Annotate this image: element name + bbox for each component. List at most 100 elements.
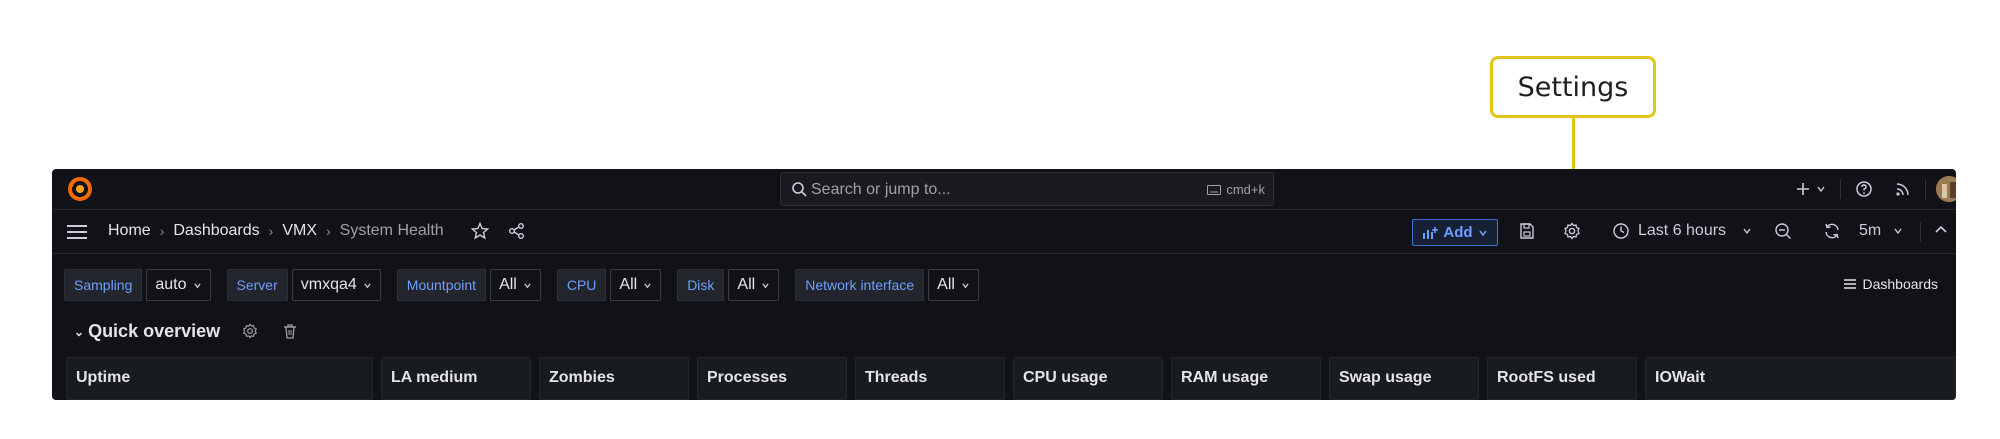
keyboard-icon <box>1207 184 1222 195</box>
variable-mountpoint: Mountpoint All <box>396 269 541 301</box>
panel-rootfs-used[interactable]: RootFS used <box>1487 357 1637 400</box>
panel-title: CPU usage <box>1023 369 1108 386</box>
variable-value: All <box>937 276 955 293</box>
refresh-interval-picker[interactable]: 5m <box>1859 222 1903 240</box>
share-icon[interactable] <box>508 222 526 245</box>
panel-swap-usage[interactable]: Swap usage <box>1329 357 1479 400</box>
panel-uptime[interactable]: Uptime <box>66 357 373 400</box>
search-shortcut: cmd+k <box>1207 182 1265 197</box>
variable-select[interactable]: vmxqa4 <box>291 269 381 301</box>
variable-label: Sampling <box>64 269 143 301</box>
chevron-down-icon <box>364 282 371 288</box>
search-placeholder: Search or jump to... <box>811 181 951 198</box>
star-icon[interactable] <box>470 221 490 245</box>
chevron-down-icon <box>962 282 969 288</box>
variable-disk: Disk All <box>677 269 780 301</box>
panel-title: RAM usage <box>1181 369 1269 386</box>
breadcrumb-vmx[interactable]: VMX <box>282 222 317 239</box>
time-range-picker[interactable]: Last 6 hours <box>1612 222 1752 240</box>
panel-title: Processes <box>707 369 788 386</box>
breadcrumb: Home › Dashboards › VMX › System Health <box>108 222 444 240</box>
menu-icon[interactable] <box>66 223 88 246</box>
panel-title: LA medium <box>391 369 478 386</box>
search-input[interactable]: Search or jump to... cmd+k <box>780 172 1274 206</box>
row-title: Quick overview <box>88 321 221 341</box>
variable-label: Mountpoint <box>396 269 487 301</box>
shortcut-text: cmd+k <box>1226 182 1265 197</box>
chevron-down-icon <box>1478 230 1487 236</box>
divider <box>1920 222 1921 242</box>
grafana-logo-icon[interactable] <box>66 175 94 203</box>
variable-select[interactable]: All <box>928 269 979 301</box>
avatar[interactable] <box>1936 176 1956 202</box>
chevron-down-icon <box>193 282 201 288</box>
gear-icon[interactable] <box>1563 222 1581 245</box>
row-header[interactable]: ⌄ Quick overview <box>74 321 220 342</box>
refresh-icon[interactable] <box>1823 222 1841 245</box>
list-icon <box>1843 279 1856 289</box>
time-range-label: Last 6 hours <box>1638 222 1727 239</box>
callout-connector <box>1572 118 1575 204</box>
variable-value: All <box>619 276 638 293</box>
variable-label: CPU <box>556 269 607 301</box>
chevron-down-icon[interactable] <box>1816 184 1826 194</box>
variable-select[interactable]: All <box>610 269 662 301</box>
panel-title: Uptime <box>76 369 131 386</box>
grafana-app: Search or jump to... cmd+k <box>52 169 1956 400</box>
panel-threads[interactable]: Threads <box>855 357 1005 400</box>
rss-icon[interactable] <box>1895 181 1911 197</box>
clock-icon <box>1613 223 1629 239</box>
variable-network-interface: Network interface All <box>795 269 979 301</box>
plus-icon[interactable] <box>1794 180 1812 198</box>
variable-value: vmxqa4 <box>300 276 357 293</box>
variable-value: All <box>499 276 517 293</box>
chevron-down-icon: ⌄ <box>74 324 85 339</box>
variables-bar: Sampling auto Server vmxqa4 Mountpoint A… <box>64 269 995 301</box>
panel-title: IOWait <box>1655 369 1706 386</box>
variable-select[interactable]: auto <box>146 269 211 301</box>
breadcrumb-chevron-icon: › <box>159 223 165 239</box>
variable-sampling: Sampling auto <box>64 269 211 301</box>
variable-server: Server vmxqa4 <box>226 269 381 301</box>
chevron-down-icon <box>1743 228 1751 235</box>
panel-iowait[interactable]: IOWait <box>1645 357 1956 400</box>
breadcrumb-chevron-icon: › <box>268 223 274 239</box>
zoom-out-icon[interactable] <box>1774 222 1792 245</box>
variable-value: auto <box>155 276 187 293</box>
panel-la-medium[interactable]: LA medium <box>381 357 531 400</box>
help-icon[interactable] <box>1855 180 1873 198</box>
breadcrumb-current-page: System Health <box>339 222 444 239</box>
panel-processes[interactable]: Processes <box>697 357 847 400</box>
chevron-down-icon <box>644 282 651 288</box>
panel-ram-usage[interactable]: RAM usage <box>1171 357 1321 400</box>
variable-select[interactable]: All <box>490 269 541 301</box>
variable-label: Network interface <box>795 269 925 301</box>
chevron-up-icon[interactable] <box>1934 222 1948 241</box>
add-button-label: Add <box>1443 224 1473 241</box>
variable-cpu: CPU All <box>556 269 662 301</box>
refresh-interval-label: 5m <box>1859 222 1882 239</box>
panel-title: Zombies <box>549 369 615 386</box>
panel-zombies[interactable]: Zombies <box>539 357 689 400</box>
breadcrumb-home[interactable]: Home <box>108 222 151 239</box>
variable-select[interactable]: All <box>728 269 780 301</box>
chevron-down-icon <box>524 282 531 288</box>
divider <box>1925 179 1926 199</box>
top-right-actions <box>1794 169 1956 209</box>
top-bar: Search or jump to... cmd+k <box>52 169 1956 210</box>
breadcrumb-chevron-icon: › <box>325 223 331 239</box>
add-button[interactable]: Add <box>1412 219 1498 246</box>
panel-title: RootFS used <box>1497 369 1596 386</box>
divider <box>1840 179 1841 199</box>
variable-label: Disk <box>677 269 725 301</box>
dashboards-link[interactable]: Dashboards <box>1843 276 1939 292</box>
row-gear-icon[interactable] <box>242 323 258 344</box>
trash-icon[interactable] <box>282 323 298 344</box>
dashboard-nav-bar: Home › Dashboards › VMX › System Health … <box>52 210 1956 254</box>
search-icon <box>791 181 807 202</box>
breadcrumb-dashboards[interactable]: Dashboards <box>173 222 260 239</box>
dashboards-link-label: Dashboards <box>1862 276 1939 292</box>
settings-callout-text: Settings <box>1517 71 1629 103</box>
panel-cpu-usage[interactable]: CPU usage <box>1013 357 1163 400</box>
save-icon[interactable] <box>1518 222 1536 245</box>
